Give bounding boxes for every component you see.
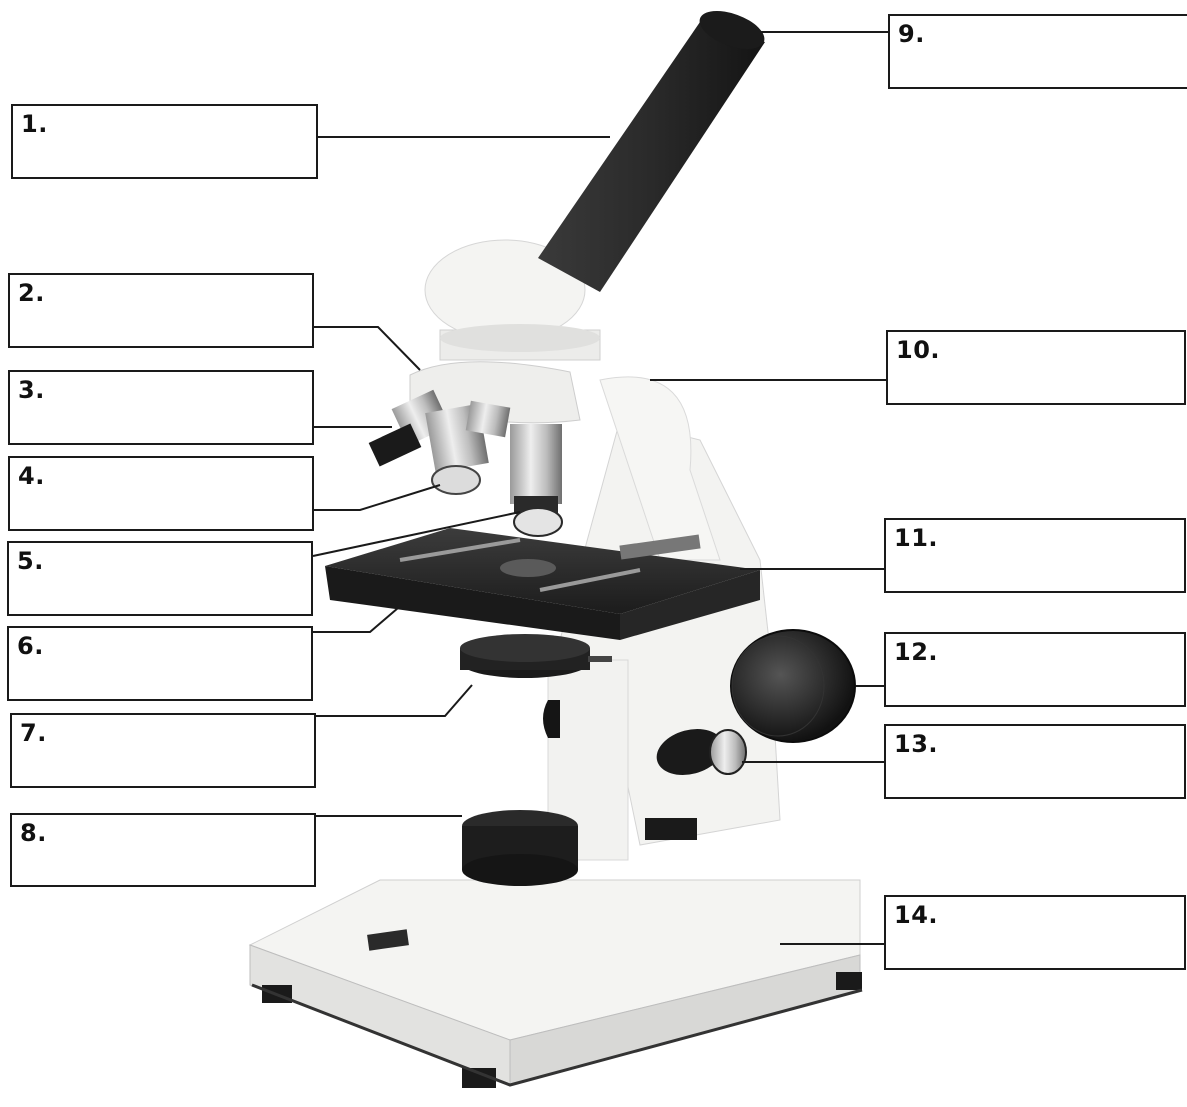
label-box-1[interactable]: 1. <box>11 104 318 179</box>
label-box-4[interactable]: 4. <box>8 456 314 531</box>
label-box-5[interactable]: 5. <box>7 541 313 616</box>
label-box-13[interactable]: 13. <box>884 724 1186 799</box>
label-box-10[interactable]: 10. <box>886 330 1186 405</box>
fine-focus-knob-cap <box>710 730 746 774</box>
leader-line-4 <box>314 485 440 510</box>
label-box-11[interactable]: 11. <box>884 518 1186 593</box>
label-number-1: 1. <box>21 110 48 138</box>
label-number-2: 2. <box>18 279 45 307</box>
lamp-group <box>462 810 578 886</box>
label-box-3[interactable]: 3. <box>8 370 314 445</box>
leader-line-7 <box>316 685 472 716</box>
label-number-14: 14. <box>894 901 938 929</box>
label-box-2[interactable]: 2. <box>8 273 314 348</box>
leader-line-6 <box>313 608 398 632</box>
label-number-8: 8. <box>20 819 47 847</box>
label-box-12[interactable]: 12. <box>884 632 1186 707</box>
foot <box>836 972 862 990</box>
lamp-bottom <box>462 854 578 886</box>
label-number-7: 7. <box>20 719 47 747</box>
base-group <box>250 880 862 1088</box>
label-number-13: 13. <box>894 730 938 758</box>
label-number-9: 9. <box>898 20 925 48</box>
label-number-6: 6. <box>17 632 44 660</box>
diaphragm-lever <box>588 656 612 662</box>
eyepiece-tube <box>538 22 765 292</box>
label-number-11: 11. <box>894 524 938 552</box>
arm-slot <box>645 818 697 840</box>
label-box-8[interactable]: 8. <box>10 813 316 887</box>
stage-aperture <box>500 559 556 577</box>
leader-line-2 <box>314 327 420 370</box>
objective-main <box>510 424 562 504</box>
label-box-6[interactable]: 6. <box>7 626 313 701</box>
label-number-12: 12. <box>894 638 938 666</box>
objective-lens <box>514 508 562 536</box>
label-number-5: 5. <box>17 547 44 575</box>
label-box-9[interactable]: 9. <box>888 14 1187 89</box>
label-box-7[interactable]: 7. <box>10 713 316 788</box>
arm-knob-left <box>543 700 560 738</box>
label-number-3: 3. <box>18 376 45 404</box>
label-number-10: 10. <box>896 336 940 364</box>
eyepiece-tube-group <box>538 3 769 292</box>
label-box-14[interactable]: 14. <box>884 895 1186 970</box>
label-number-4: 4. <box>18 462 45 490</box>
